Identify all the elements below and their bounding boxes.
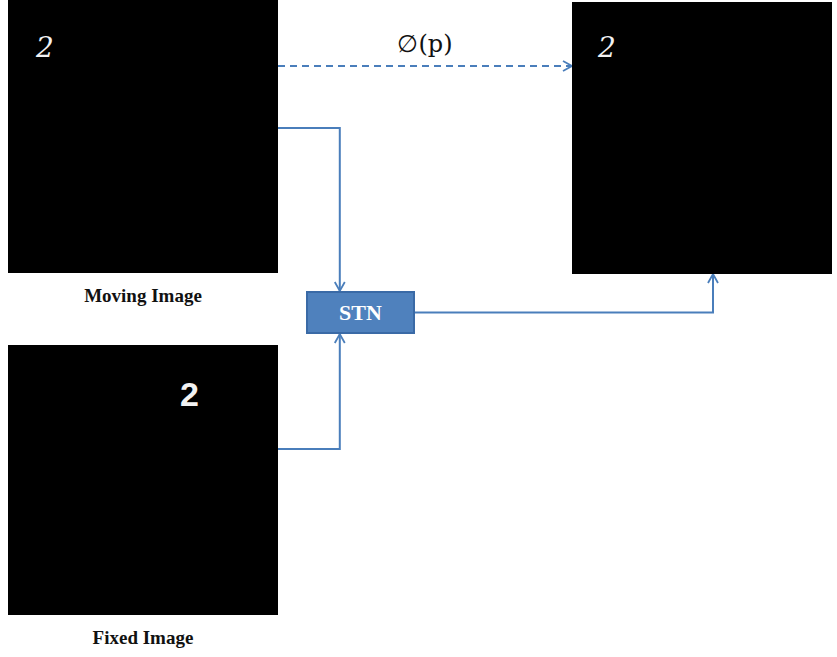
image-caption: Moving Image	[8, 285, 278, 307]
moving-image-panel: 2Moving Image	[8, 0, 278, 273]
handwritten-digit: 2	[36, 34, 54, 62]
flow-arrow	[278, 128, 340, 291]
warped-image-panel: 2	[572, 2, 832, 274]
transform-label: ∅(p)	[394, 30, 455, 58]
flow-arrow	[415, 274, 713, 313]
handwritten-digit: 2	[598, 34, 616, 62]
dashed-arrow	[278, 65, 572, 67]
image-caption: Fixed Image	[8, 627, 278, 649]
handwritten-digit: 2	[180, 377, 199, 411]
stn-box: STN	[306, 291, 415, 334]
stn-label: STN	[339, 300, 382, 326]
fixed-image-panel: 2Fixed Image	[8, 345, 278, 615]
flow-arrow	[278, 334, 340, 449]
